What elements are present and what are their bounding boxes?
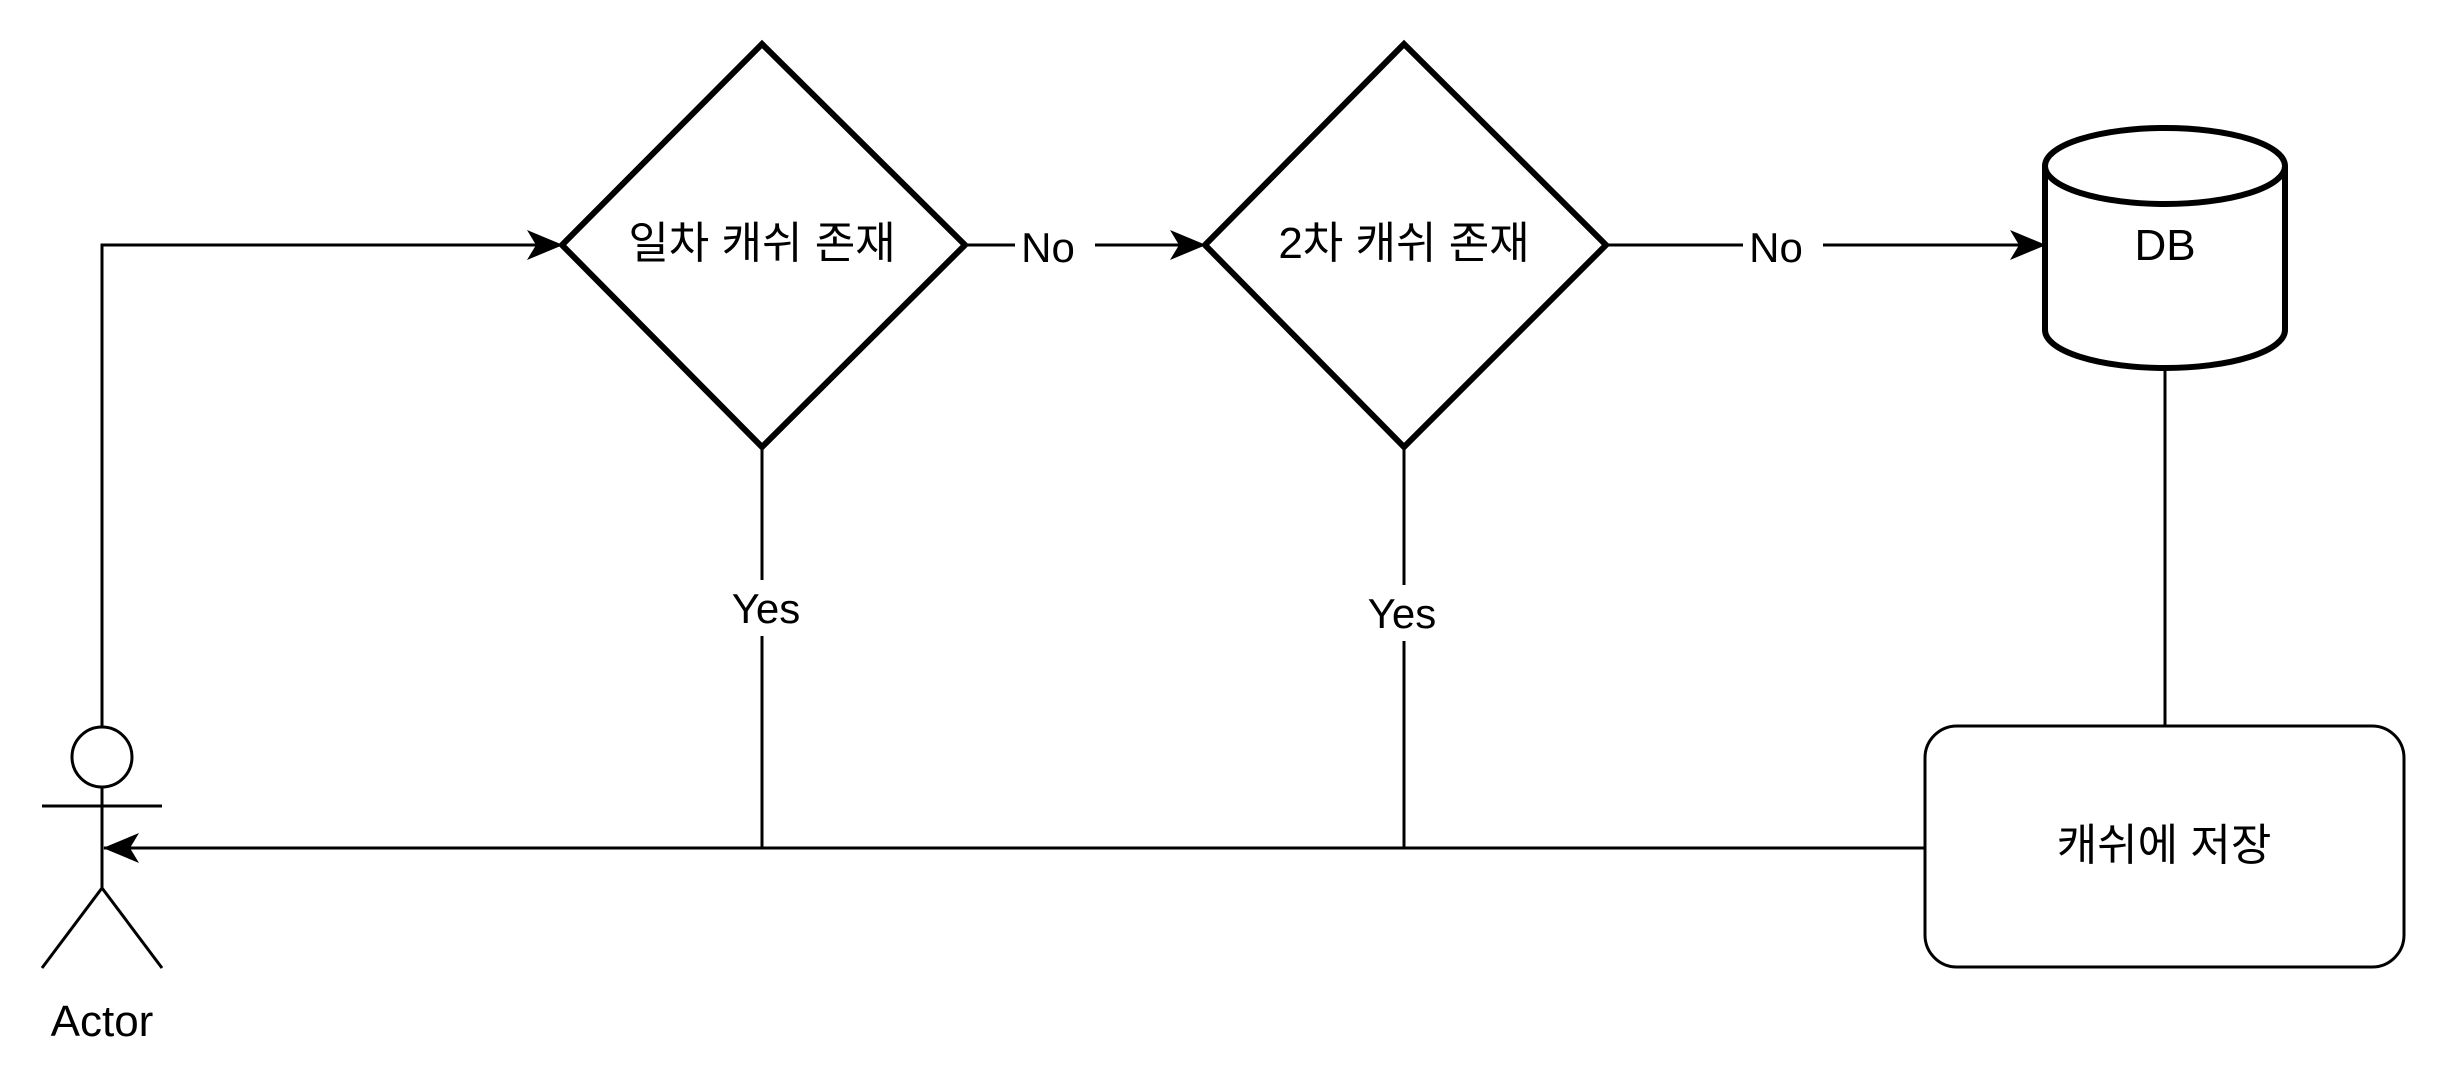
database-cylinder-body — [2042, 166, 2288, 371]
decision-node-first-cache[interactable]: 일차 캐쉬 존재 — [557, 39, 970, 452]
database-cylinder-top — [2042, 125, 2288, 207]
actor-head — [70, 725, 134, 789]
store-cache-node[interactable]: 캐쉬에 저장 — [1923, 724, 2406, 969]
actor-figure[interactable]: Actor — [40, 725, 164, 1046]
actor-label: Actor — [51, 997, 154, 1046]
decision-diamond — [1200, 39, 1611, 452]
database-label: DB — [2134, 221, 2195, 270]
actor-right-leg — [100, 887, 164, 969]
decision-diamond — [557, 39, 970, 452]
edge-label-d2-yes: Yes — [1368, 590, 1437, 637]
store-cache-box — [1923, 724, 2406, 969]
edge-label-d1-no: No — [1021, 224, 1075, 271]
actor-left-leg — [40, 887, 104, 969]
edge-label-d1-yes: Yes — [732, 585, 801, 632]
decision-label: 2차 캐쉬 존재 — [1278, 219, 1529, 268]
database-node[interactable]: DB — [2042, 125, 2288, 371]
store-cache-label: 캐쉬에 저장 — [2057, 821, 2272, 870]
edge-actor-to-decision1 — [100, 230, 563, 726]
decision-node-second-cache[interactable]: 2차 캐쉬 존재 — [1200, 39, 1611, 452]
edge-label-d2-no: No — [1749, 224, 1803, 271]
decision-label: 일차 캐쉬 존재 — [628, 219, 895, 268]
